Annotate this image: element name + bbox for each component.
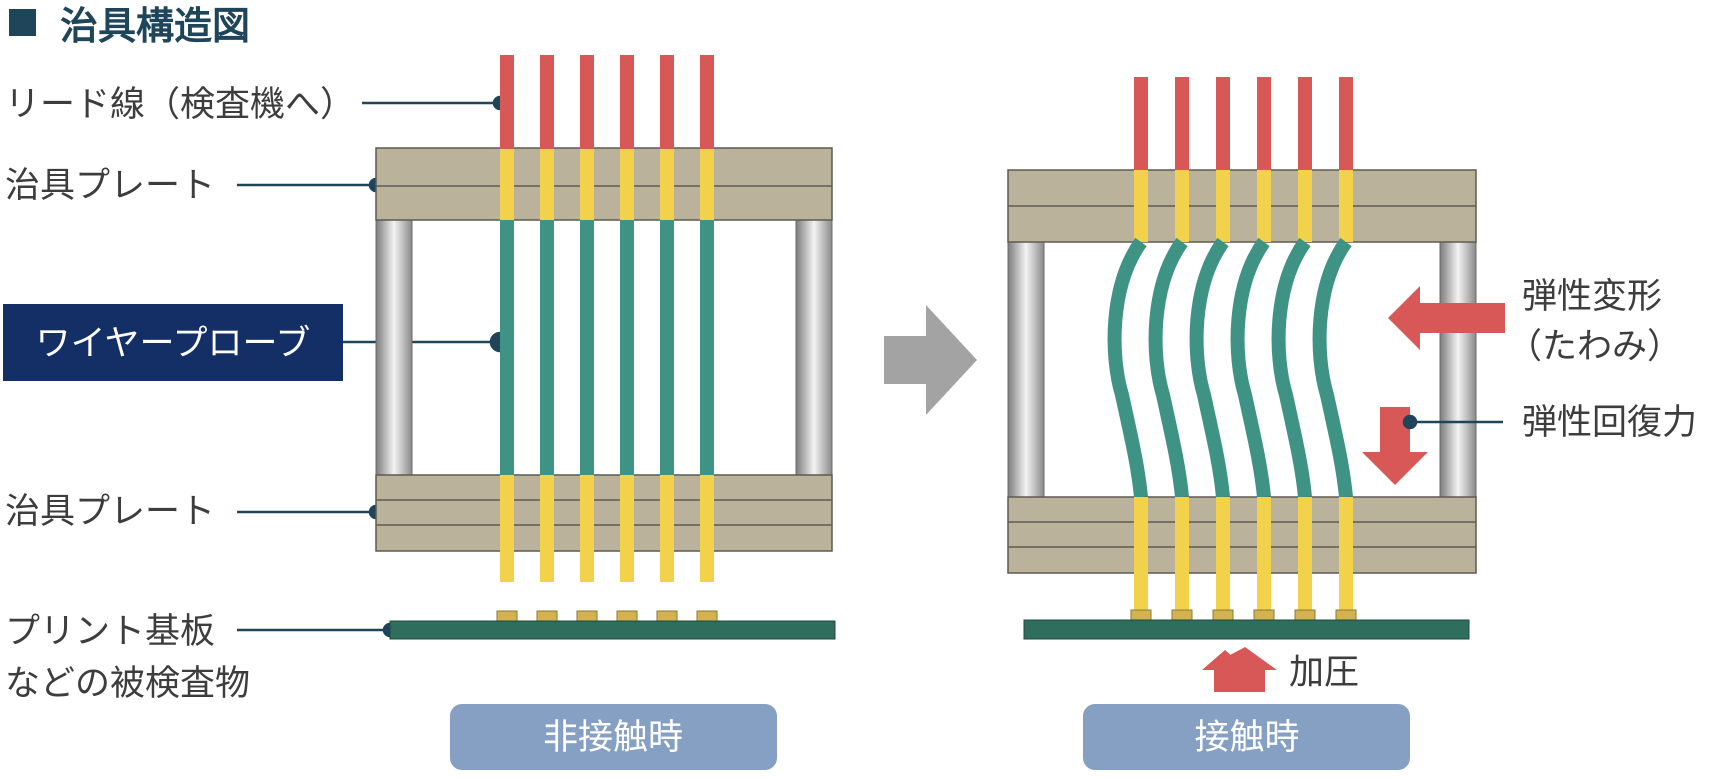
bent-probe-5 xyxy=(1271,77,1312,610)
label-elastic-deformation-1: 弾性変形 xyxy=(1522,277,1662,317)
label-elastic-recovery: 弾性回復力 xyxy=(1522,403,1697,443)
bent-probe-6 xyxy=(1312,77,1353,610)
left-pillar-b xyxy=(795,219,833,476)
pcb-board-contact xyxy=(1023,619,1470,640)
bent-probe-3 xyxy=(1189,77,1230,610)
right-pillar-b xyxy=(1439,241,1477,498)
label-pcb-line2: などの被検査物 xyxy=(5,664,250,704)
pcb-board xyxy=(389,620,836,640)
non-contact-label: 非接触時 xyxy=(543,718,683,758)
transition-arrow-icon xyxy=(884,305,977,415)
bent-probe-1 xyxy=(1107,77,1148,610)
recovery-force-arrow-icon xyxy=(1362,407,1428,485)
bottom-jig-plate-contact xyxy=(1007,496,1477,574)
left-pillar-a xyxy=(375,219,413,476)
label-jig-plate-top: 治具プレート xyxy=(5,166,215,206)
pcb-pads-contact xyxy=(1130,609,1357,621)
probe-4 xyxy=(620,55,634,582)
label-wire-probe: ワイヤープローブ xyxy=(36,324,311,364)
wire-probe-label-box xyxy=(3,304,343,381)
non-contact-badge xyxy=(450,704,777,770)
top-jig-plate xyxy=(375,147,833,221)
deformation-force-arrow-icon xyxy=(1388,286,1505,350)
title-square-icon xyxy=(9,9,36,36)
label-pcb-line1: プリント基板 xyxy=(5,612,215,652)
label-lead-wire: リード線（検査機へ） xyxy=(5,85,355,125)
bottom-jig-plate xyxy=(375,474,833,552)
leader-recovery xyxy=(1402,414,1503,430)
contact-label: 接触時 xyxy=(1194,718,1299,758)
pressure-up-arrow-icon xyxy=(1202,647,1277,692)
contact-assembly xyxy=(1007,77,1477,640)
contact-badge xyxy=(1083,704,1410,770)
probe-6 xyxy=(700,55,714,582)
non-contact-assembly xyxy=(375,55,836,640)
label-elastic-deformation-2: （たわみ） xyxy=(1507,327,1682,367)
pcb-pads xyxy=(496,610,718,622)
page-title: 治具構造図 xyxy=(60,4,250,48)
probe-2 xyxy=(540,55,554,582)
probe-3 xyxy=(580,55,594,582)
probe-1 xyxy=(500,55,514,582)
probe-5 xyxy=(660,55,674,582)
bent-probe-2 xyxy=(1148,77,1189,610)
bent-probe-4 xyxy=(1230,77,1271,610)
right-pillar-a xyxy=(1007,241,1045,498)
label-pressure: 加圧 xyxy=(1289,653,1359,693)
label-jig-plate-bottom: 治具プレート xyxy=(5,492,215,532)
